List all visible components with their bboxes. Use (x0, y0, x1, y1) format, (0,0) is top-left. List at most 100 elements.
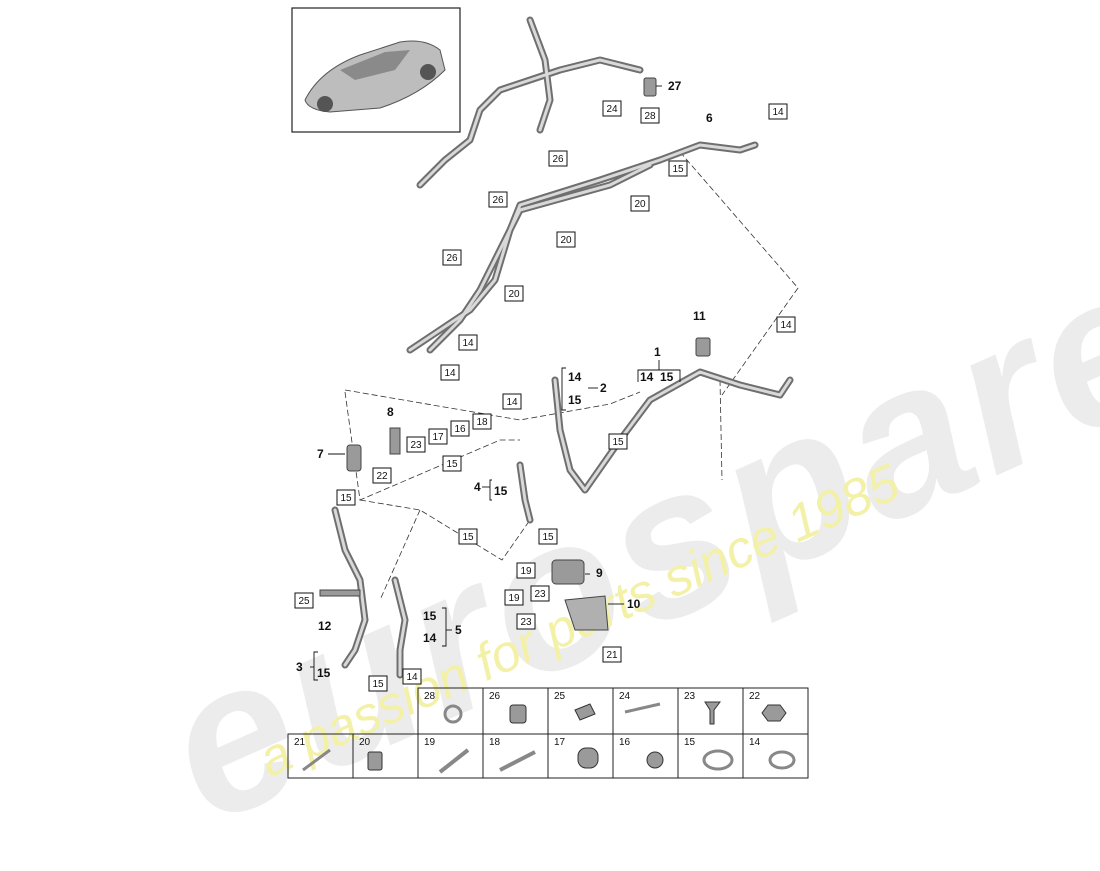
box-17: 17 (428, 428, 448, 445)
box-14: 14 (402, 668, 422, 685)
svg-text:15: 15 (340, 493, 352, 504)
box-26: 26 (488, 191, 508, 208)
box-23: 23 (530, 585, 550, 602)
box-24: 24 (602, 100, 622, 117)
box-20: 20 (630, 195, 650, 212)
box-15: 15 (668, 160, 688, 177)
legend-20: 20 (359, 737, 371, 748)
svg-text:19: 19 (520, 566, 532, 577)
box-15: 15 (442, 455, 462, 472)
callout-8: 8 (387, 405, 394, 419)
callout-brackets (310, 85, 681, 681)
box-22: 22 (372, 467, 392, 484)
svg-text:14: 14 (506, 397, 518, 408)
box-20: 20 (504, 285, 524, 302)
box-14: 14 (440, 364, 460, 381)
svg-text:14: 14 (406, 672, 418, 683)
callout-10: 10 (627, 597, 641, 611)
legend-15: 15 (684, 737, 696, 748)
svg-text:22: 22 (376, 471, 388, 482)
svg-text:18: 18 (476, 417, 488, 428)
callout-1: 1 (654, 345, 661, 359)
box-25: 25 (294, 592, 314, 609)
svg-text:21: 21 (606, 650, 618, 661)
box-15: 15 (368, 675, 388, 692)
svg-text:15: 15 (542, 532, 554, 543)
hose-assemblies (331, 16, 794, 679)
legend-19: 19 (424, 737, 436, 748)
svg-text:15: 15 (462, 532, 474, 543)
box-14: 14 (768, 103, 788, 120)
svg-text:15: 15 (672, 164, 684, 175)
svg-text:14: 14 (462, 338, 474, 349)
svg-text:20: 20 (560, 235, 572, 246)
svg-text:14: 14 (772, 107, 784, 118)
callout-6: 6 (706, 111, 713, 125)
reference-boxes: 24 28 14 26 15 20 26 20 26 20 14 14 14 1… (294, 100, 796, 692)
svg-text:23: 23 (520, 617, 532, 628)
svg-text:20: 20 (508, 289, 520, 300)
box-20: 20 (556, 231, 576, 248)
legend-16: 16 (619, 737, 631, 748)
box-18: 18 (472, 413, 492, 430)
svg-text:15: 15 (612, 437, 624, 448)
callout-2-15: 15 (568, 393, 582, 407)
callout-1-15: 15 (660, 370, 674, 384)
box-14: 14 (502, 393, 522, 410)
box-26: 26 (548, 150, 568, 167)
parts-diagram: eurospares a passion for parts since 198… (131, 7, 1100, 867)
box-19: 19 (504, 589, 524, 606)
svg-text:28: 28 (644, 111, 656, 122)
diagram-canvas: 27 6 11 1 2 7 8 4 9 10 12 5 3 14 15 14 1… (287, 7, 809, 779)
svg-text:15: 15 (372, 679, 384, 690)
components (319, 77, 711, 631)
callout-2: 2 (600, 381, 607, 395)
legend-21: 21 (294, 737, 306, 748)
box-15: 15 (336, 489, 356, 506)
legend-labels: 28 26 25 24 23 22 21 20 19 18 17 16 15 1… (294, 691, 761, 748)
callout-11: 11 (693, 309, 706, 323)
svg-text:24: 24 (606, 104, 618, 115)
svg-text:15: 15 (446, 459, 458, 470)
svg-text:26: 26 (552, 154, 564, 165)
callout-numbers: 27 6 11 1 2 7 8 4 9 10 12 5 3 14 15 14 1… (296, 79, 713, 680)
legend-22: 22 (749, 691, 761, 702)
car-thumbnail (291, 7, 461, 133)
callout-2-14: 14 (568, 370, 582, 384)
box-16: 16 (450, 420, 470, 437)
box-19: 19 (516, 562, 536, 579)
svg-text:17: 17 (432, 432, 444, 443)
svg-text:25: 25 (298, 596, 310, 607)
svg-text:23: 23 (534, 589, 546, 600)
legend-24: 24 (619, 691, 631, 702)
parts-legend (287, 687, 809, 779)
box-15: 15 (538, 528, 558, 545)
legend-17: 17 (554, 737, 566, 748)
callout-5-14: 14 (423, 631, 437, 645)
box-28: 28 (640, 107, 660, 124)
legend-14: 14 (749, 737, 761, 748)
box-26: 26 (442, 249, 462, 266)
box-21: 21 (602, 646, 622, 663)
svg-text:26: 26 (492, 195, 504, 206)
legend-18: 18 (489, 737, 501, 748)
legend-26: 26 (489, 691, 501, 702)
box-23: 23 (406, 436, 426, 453)
svg-text:20: 20 (634, 199, 646, 210)
svg-text:26: 26 (446, 253, 458, 264)
svg-text:14: 14 (444, 368, 456, 379)
box-23: 23 (516, 613, 536, 630)
callout-1-14: 14 (640, 370, 654, 384)
svg-text:16: 16 (454, 424, 466, 435)
callout-3: 3 (296, 660, 303, 674)
box-14: 14 (776, 316, 796, 333)
callout-4: 4 (474, 480, 481, 494)
callout-5: 5 (455, 623, 462, 637)
legend-25: 25 (554, 691, 566, 702)
legend-28: 28 (424, 691, 436, 702)
box-14: 14 (458, 334, 478, 351)
svg-text:19: 19 (508, 593, 520, 604)
callout-4-15: 15 (494, 484, 508, 498)
callout-3-15: 15 (317, 666, 331, 680)
legend-part-icons (302, 701, 796, 774)
